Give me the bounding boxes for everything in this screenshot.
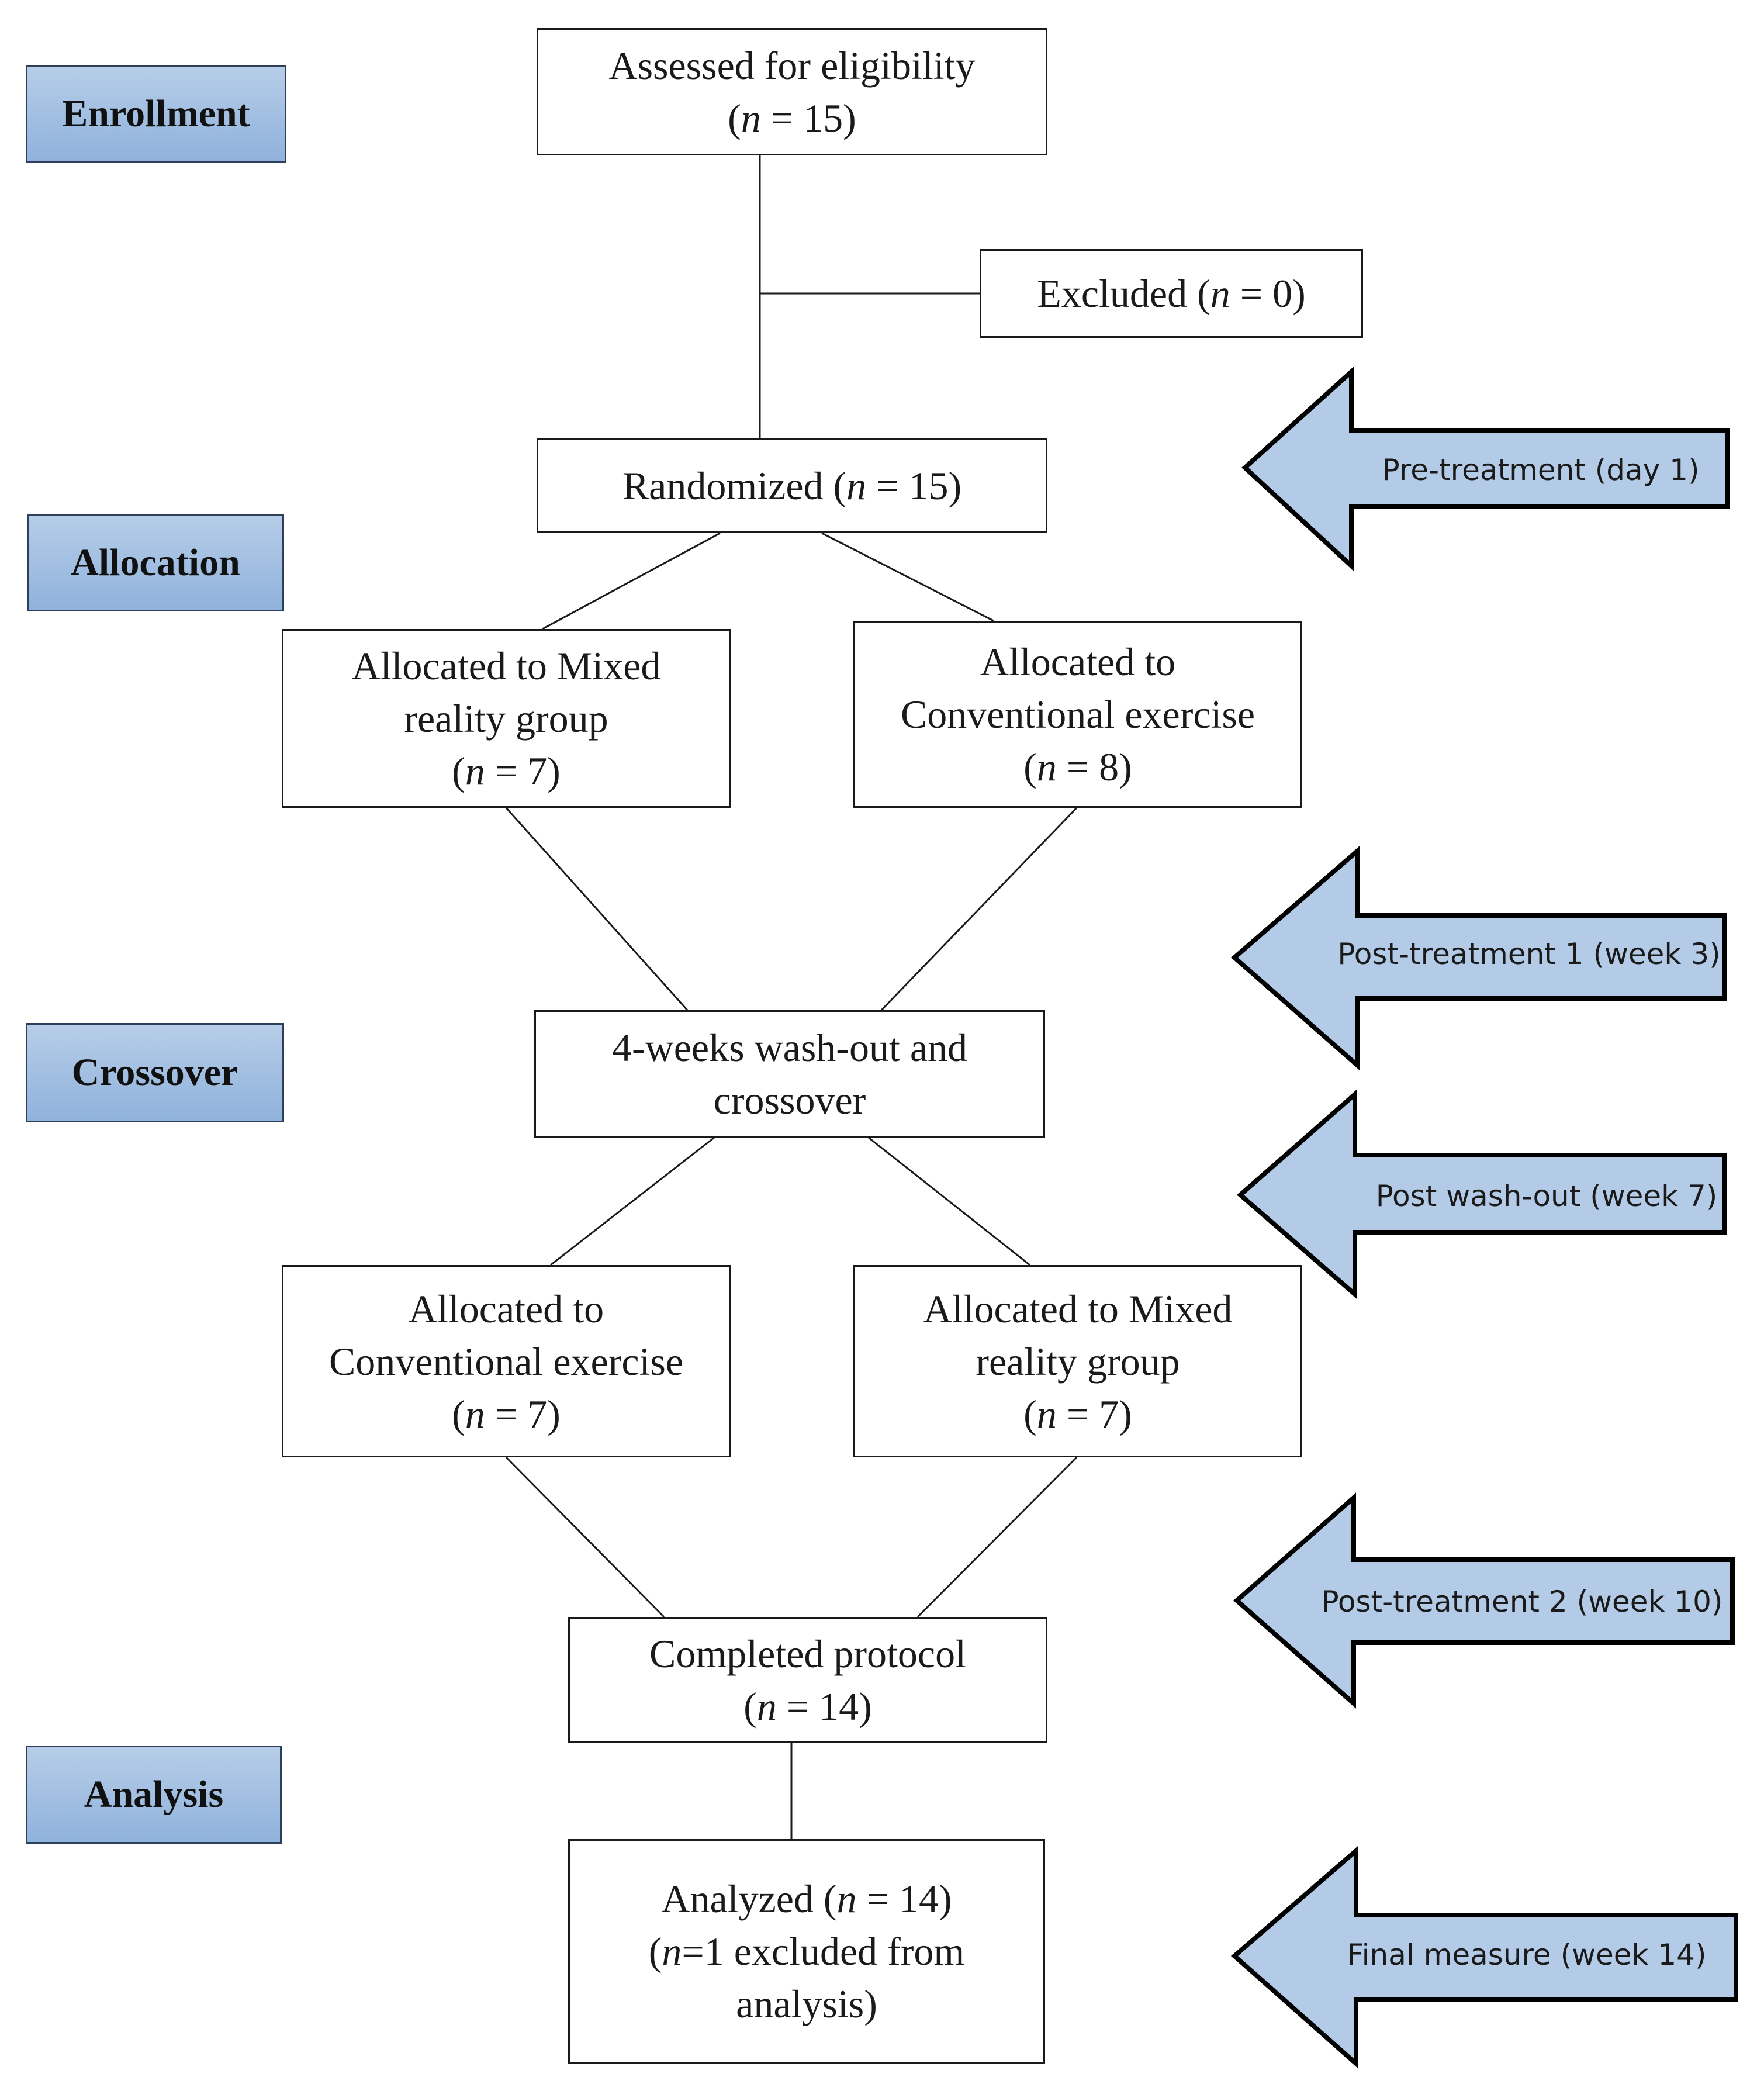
box-analyzed: Analyzed (n = 14) (n=1 excluded from ana… xyxy=(568,1839,1045,2064)
arrow-shape-post-washout xyxy=(1236,1089,1727,1300)
arrow-label-post-treatment-1: Post-treatment 1 (week 3) xyxy=(1337,937,1721,971)
connector-washout-mixed2 xyxy=(868,1136,1030,1266)
box-crossover-mixed-reality: Allocated to Mixed reality group (n = 7) xyxy=(853,1265,1302,1457)
arrow-label-post-treatment-2: Post-treatment 2 (week 10) xyxy=(1321,1585,1723,1619)
box-crossover-conventional: Allocated to Conventional exercise (n = … xyxy=(282,1265,731,1457)
arrow-label-post-washout: Post wash-out (week 7) xyxy=(1375,1179,1718,1213)
connector-conv2-completed xyxy=(505,1456,665,1618)
stage-label-enrollment: Enrollment xyxy=(26,65,286,163)
stage-label-allocation: Allocation xyxy=(27,514,284,611)
arrow-shape-pre-treatment xyxy=(1241,367,1730,572)
arrow-shape-post-treatment-1 xyxy=(1230,846,1727,1070)
box-completed-protocol: Completed protocol (n = 14) xyxy=(568,1617,1047,1743)
stage-label-crossover: Crossover xyxy=(26,1023,284,1122)
box-washout-crossover: 4-weeks wash-out and crossover xyxy=(534,1010,1045,1138)
connector-washout-conv2 xyxy=(550,1136,715,1266)
connector-mixed-washout xyxy=(505,807,689,1011)
connector-conv-washout xyxy=(880,807,1078,1011)
box-assessed-eligibility: Assessed for eligibility (n = 15) xyxy=(537,28,1047,155)
connector-randomized-mixed xyxy=(542,532,721,630)
stage-label-analysis: Analysis xyxy=(26,1746,282,1844)
box-allocated-mixed-reality: Allocated to Mixed reality group (n = 7) xyxy=(282,629,731,808)
box-allocated-conventional: Allocated to Conventional exercise (n = … xyxy=(853,621,1302,808)
arrow-shape-post-treatment-2 xyxy=(1233,1492,1735,1709)
connector-mixed2-completed xyxy=(916,1456,1078,1618)
arrow-shape-final-measure xyxy=(1230,1845,1738,2069)
box-excluded: Excluded (n = 0) xyxy=(980,249,1363,338)
arrow-label-final-measure: Final measure (week 14) xyxy=(1347,1938,1707,1972)
box-randomized: Randomized (n = 15) xyxy=(537,438,1047,533)
connector-randomized-conv xyxy=(821,532,994,622)
arrow-label-pre-treatment: Pre-treatment (day 1) xyxy=(1382,453,1700,487)
